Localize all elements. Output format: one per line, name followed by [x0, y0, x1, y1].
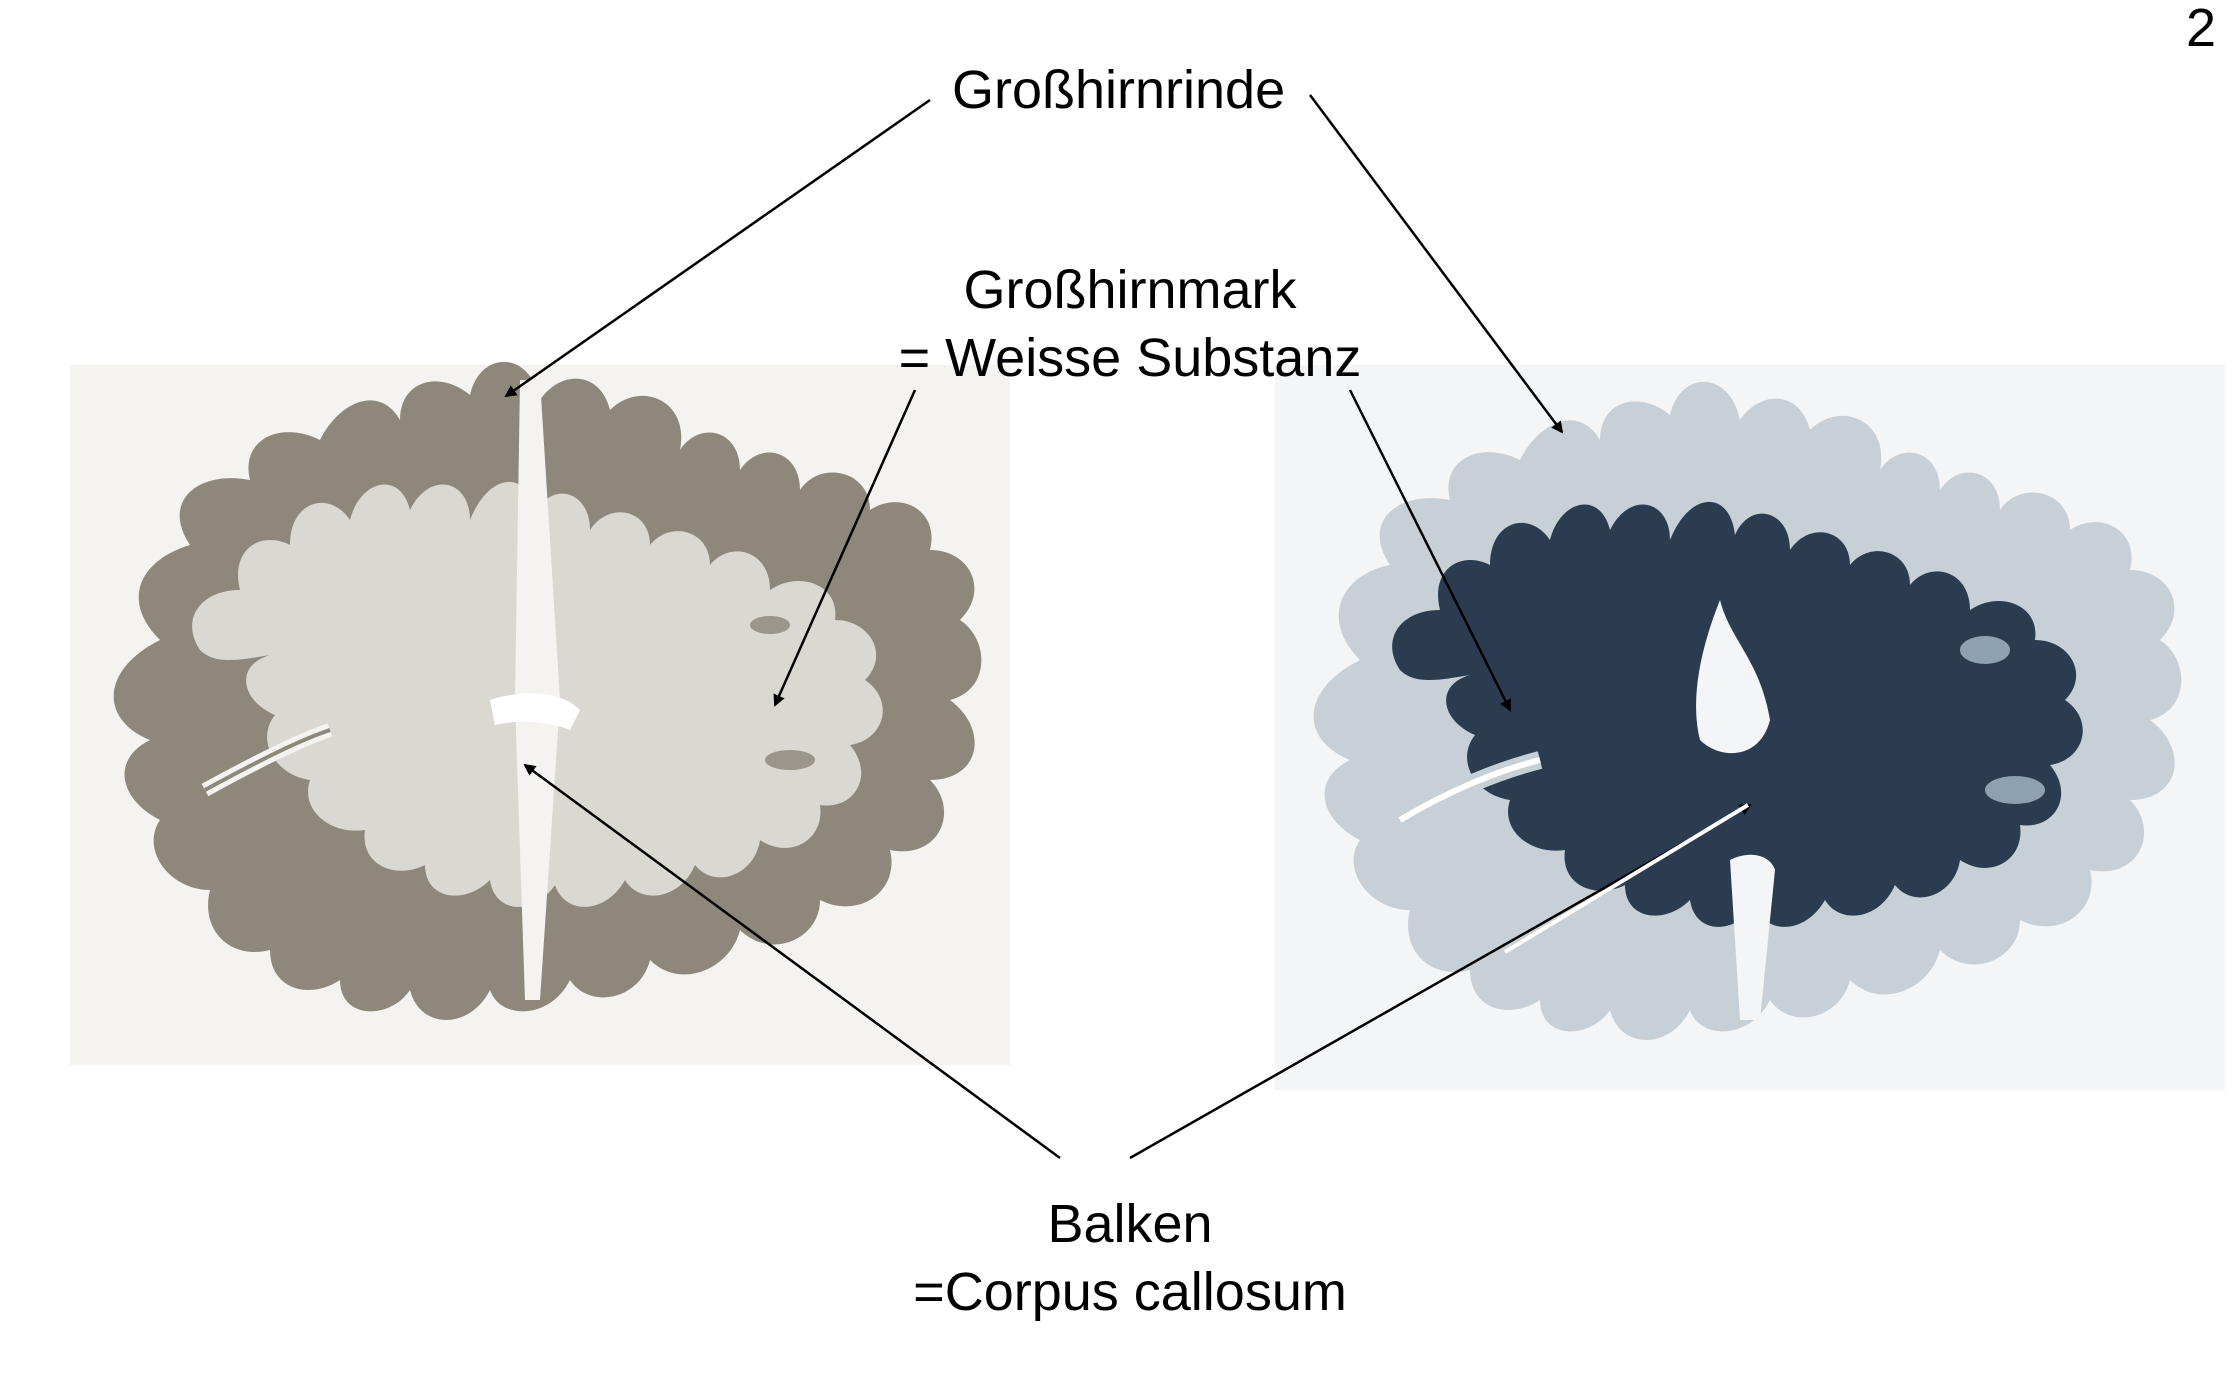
cortex-label: Großhirnrinde: [952, 60, 1286, 120]
callosum-arrow-right: [1129, 803, 1752, 1160]
callosum-label: Balken =Corpus callosum: [860, 1190, 1400, 1326]
medulla-arrow-right: [1348, 389, 1512, 712]
cortex-arrow-left: [504, 98, 931, 398]
callosum-arrow-left: [523, 763, 1061, 1160]
right-brain-section: [1275, 365, 2225, 1090]
callosum-label-line1: Balken: [1047, 1194, 1213, 1254]
page-number: 2: [2185, 0, 2216, 58]
medulla-label-line2: = Weisse Substanz: [898, 328, 1362, 388]
medulla-label-line1: Großhirnmark: [963, 260, 1297, 320]
medulla-label: Großhirnmark = Weisse Substanz: [880, 256, 1380, 392]
cortex-arrow-right: [1308, 94, 1564, 434]
left-brain-section: [70, 361, 1010, 1065]
medulla-arrow-left: [773, 389, 917, 707]
callosum-label-line2: =Corpus callosum: [913, 1262, 1347, 1322]
